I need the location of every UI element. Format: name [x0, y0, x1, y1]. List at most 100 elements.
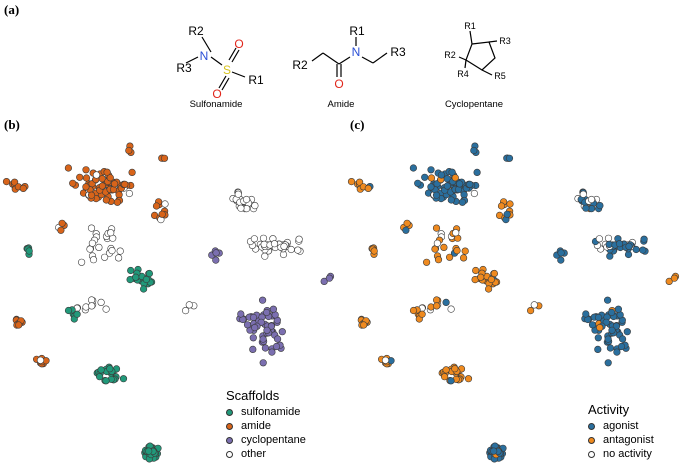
activity-point-none [579, 190, 587, 198]
activity-point-antagonist [370, 247, 378, 255]
sulfonamide-r1: R1 [248, 73, 264, 87]
activity-point-antagonist [364, 184, 372, 193]
scaffold-point-amide [87, 191, 96, 199]
legend-marker-other [226, 450, 233, 458]
scaffold-point-cyclopentane [212, 256, 220, 264]
scaffold-point-amide [82, 174, 91, 182]
activity-point-antagonist [347, 177, 356, 186]
amide-caption: Amide [328, 99, 355, 110]
sulfonamide-r2: R2 [188, 24, 204, 38]
activity-point-antagonist [485, 285, 493, 293]
activity-point-agonist [470, 146, 478, 155]
scaffold-point-sulfonamide [145, 269, 153, 278]
scaffold-point-other [108, 246, 116, 255]
activity-point-agonist [414, 179, 422, 187]
amide-structure [311, 37, 388, 77]
scaffold-point-amide [98, 182, 106, 190]
activity-point-agonist [604, 359, 612, 367]
activity-point-agonist [432, 191, 441, 199]
scaffold-point-other [287, 245, 295, 254]
activity-point-agonist [632, 245, 640, 254]
scaffold-point-cyclopentane [249, 345, 257, 353]
amide-r3: R3 [390, 45, 406, 59]
activity-legend-title: Activity [588, 402, 630, 417]
activity-point-antagonist [440, 243, 448, 251]
activity-point-antagonist [434, 256, 443, 264]
activity-point-antagonist [451, 174, 459, 182]
scaffold-point-other [280, 242, 288, 250]
activity-point-agonist [608, 308, 616, 317]
scaffold-point-other [242, 195, 251, 204]
activity-point-agonist [557, 256, 565, 264]
activity-point-antagonist [440, 373, 449, 381]
scaffold-point-sulfonamide [73, 310, 81, 318]
activity-point-antagonist [433, 302, 441, 310]
activity-point-agonist [402, 226, 410, 234]
scaffold-point-other [89, 256, 98, 264]
activity-point-none [381, 356, 390, 364]
scaffold-legend: Scaffolds sulfonamide amide cyclopentane… [226, 388, 306, 461]
scaffold-point-cyclopentane [249, 334, 257, 342]
sulfonamide-caption: Sulfonamide [190, 99, 243, 110]
scaffold-point-other [114, 254, 123, 262]
legend-item-cyclopentane: cyclopentane [226, 433, 306, 447]
scaffold-point-amide [125, 146, 133, 155]
legend-label-no-activity: no activity [603, 448, 652, 460]
activity-point-antagonist [418, 310, 426, 318]
activity-point-antagonist [360, 321, 368, 329]
sulfonamide-structure [185, 36, 246, 91]
legend-item-antagonist: antagonist [588, 433, 654, 447]
scaffold-point-cyclopentane [267, 322, 276, 330]
activity-scatter-plot [347, 142, 680, 463]
legend-label-other: other [241, 448, 267, 460]
scaffold-point-cyclopentane [263, 308, 271, 317]
activity-point-antagonist [506, 200, 514, 208]
activity-point-agonist [458, 198, 466, 206]
scaffold-point-other [92, 171, 101, 179]
scaffold-point-sulfonamide [127, 266, 135, 275]
scaffold-point-amide [113, 198, 121, 206]
scaffold-point-amide [152, 202, 161, 210]
scaffold-scatter-plot [2, 142, 335, 463]
scaffold-point-sulfonamide [119, 375, 128, 383]
scaffold-point-other [259, 234, 268, 242]
legend-label-cyclopentane: cyclopentane [241, 434, 306, 446]
activity-point-agonist [619, 335, 627, 343]
amide-n: N [352, 45, 361, 59]
cyclopentane-structure [458, 30, 498, 76]
scaffold-point-other [77, 258, 86, 266]
scaffold-point-amide [19, 184, 27, 193]
activity-point-agonist [557, 249, 565, 257]
cyclopentane-r3: R3 [499, 36, 511, 46]
scaffold-point-other [125, 189, 133, 198]
scaffold-point-sulfonamide [95, 373, 104, 381]
activity-point-agonist [448, 168, 456, 176]
legend-label-amide: amide [241, 420, 271, 432]
scaffold-point-cyclopentane [243, 321, 252, 329]
scaffold-point-amide [2, 177, 11, 186]
scaffold-point-other [237, 204, 245, 212]
activity-point-none [433, 239, 441, 247]
activity-point-agonist [473, 168, 481, 177]
activity-point-agonist [503, 210, 511, 218]
legend-item-amide: amide [226, 419, 306, 433]
activity-point-antagonist [356, 178, 364, 186]
activity-point-antagonist [472, 266, 480, 275]
activity-point-agonist [409, 164, 417, 172]
scaffold-point-amide [69, 179, 77, 187]
activity-point-agonist [427, 166, 435, 174]
activity-point-antagonist [459, 254, 468, 262]
activity-point-agonist [606, 344, 615, 352]
cyclopentane-r1: R1 [464, 21, 476, 31]
activity-point-agonist [437, 171, 446, 179]
activity-point-agonist [442, 298, 450, 306]
panel-label-a: (a) [4, 2, 20, 17]
activity-point-agonist [443, 182, 451, 190]
amide-o: O [334, 77, 343, 91]
activity-point-agonist [455, 180, 464, 188]
activity-point-none [587, 195, 596, 204]
scaffold-point-amide [121, 180, 129, 189]
scaffold-point-other [250, 235, 258, 243]
activity-point-antagonist [451, 365, 459, 373]
scaffold-point-amide [103, 168, 111, 176]
